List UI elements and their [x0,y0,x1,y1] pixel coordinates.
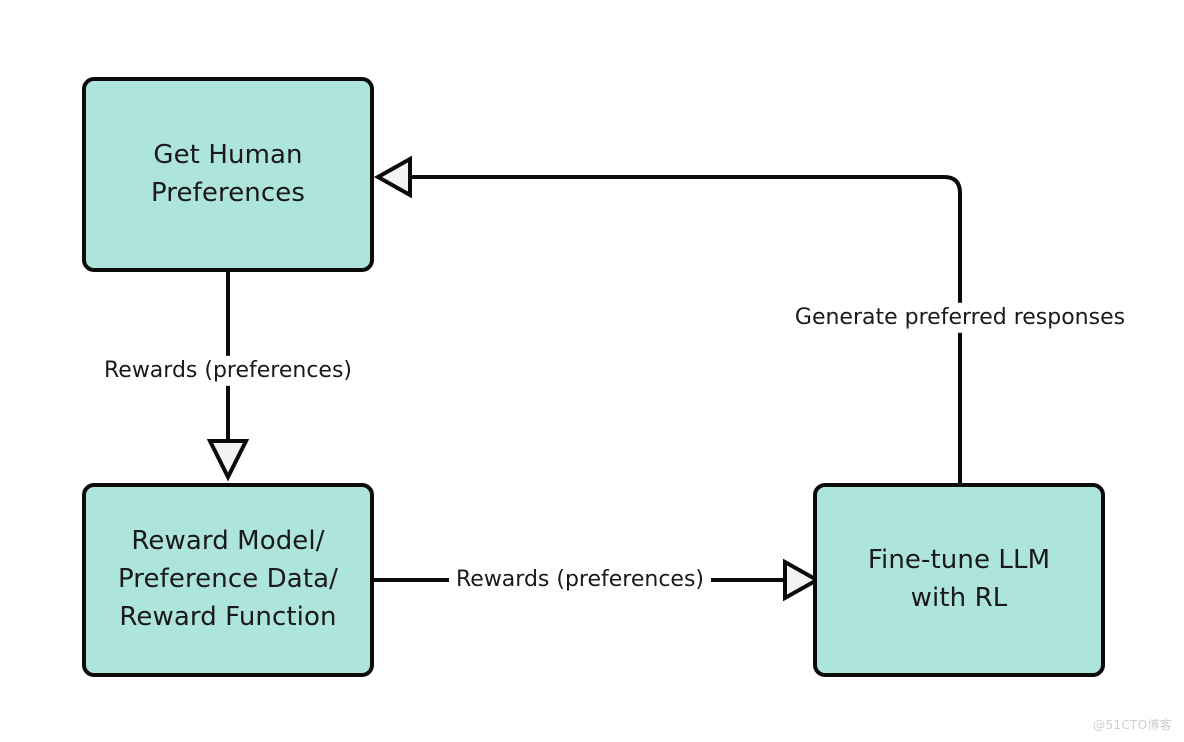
edge-label-finetune-to-preferences: Generate preferred responses [787,302,1133,334]
edge-line-feedback [410,175,962,483]
edge-label-reward-model-to-finetune: Rewards (preferences) [448,564,712,596]
arrowhead-left-icon [373,155,412,199]
node-get-human-preferences[interactable]: Get Human Preferences [82,77,374,272]
node-label-reward-model: Reward Model/ Preference Data/ Reward Fu… [117,526,339,632]
node-label-fine-tune-llm: Fine-tune LLM with RL [867,545,1051,613]
edge-finetune-to-preferences [373,155,962,483]
watermark: @51CTO博客 [1093,718,1172,732]
node-reward-model[interactable]: Reward Model/ Preference Data/ Reward Fu… [82,483,374,677]
edge-label-preferences-to-reward-model: Rewards (preferences) [96,355,360,387]
node-fine-tune-llm[interactable]: Fine-tune LLM with RL [813,483,1105,677]
arrowhead-right-icon [783,558,822,602]
arrowhead-down-icon [206,439,250,482]
node-label-get-human-preferences: Get Human Preferences [150,139,305,208]
